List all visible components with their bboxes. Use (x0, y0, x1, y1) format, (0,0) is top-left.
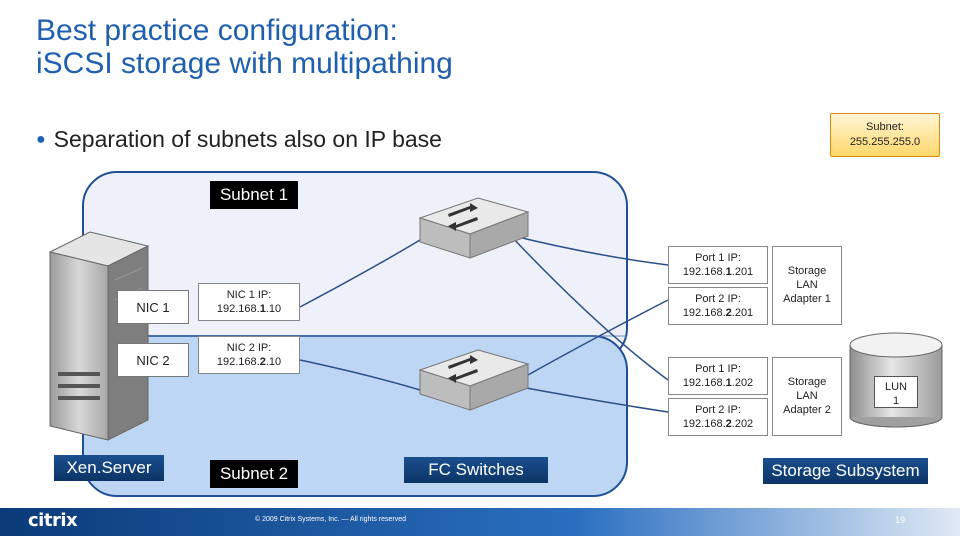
port-ip-host: .202 (731, 377, 754, 389)
nic2-ip-host: .10 (265, 356, 282, 368)
copyright-text: © 2009 Citrix Systems, Inc. — All rights… (255, 516, 407, 523)
bullet-text: Separation of subnets also on IP base (53, 126, 442, 152)
port-ip-prefix: Port 1 IP: 192.168. (682, 363, 741, 389)
port1-adapter2-ip-box: Port 1 IP: 192.168.1.202 (668, 357, 768, 395)
nic1-ip-box: NIC 1 IP: 192.168.1.10 (198, 283, 300, 321)
nic1-ip-host: .10 (265, 303, 282, 315)
footer-bar (0, 508, 960, 536)
storage-subsystem-label: Storage Subsystem (763, 458, 928, 484)
port-ip-prefix: Port 2 IP: 192.168. (682, 404, 741, 430)
bullet-dot-icon: ● (36, 131, 46, 148)
nic2-ip-box: NIC 2 IP: 192.168.2.10 (198, 336, 300, 374)
nic2-label: NIC 2 (117, 343, 189, 377)
subnet-mask-callout: Subnet: 255.255.255.0 (830, 113, 940, 157)
xenserver-label: Xen.Server (54, 455, 164, 481)
bullet-point: ● Separation of subnets also on IP base (36, 126, 442, 153)
nic1-ip-prefix: NIC 1 IP: 192.168. (216, 289, 272, 315)
subnet1-region (82, 171, 628, 363)
lun-label: LUN 1 (874, 376, 918, 408)
title-line-1: Best practice configuration: (36, 14, 398, 47)
port-ip-subnet-octet: 1 (725, 266, 732, 278)
network-switch-1 (418, 197, 530, 259)
port1-adapter1-ip-box: Port 1 IP: 192.168.1.201 (668, 246, 768, 284)
storage-lan-adapter-1: Storage LAN Adapter 1 (772, 246, 842, 325)
nic1-label: NIC 1 (117, 290, 189, 324)
port2-adapter1-ip-box: Port 2 IP: 192.168.2.201 (668, 287, 768, 325)
citrix-logo: citrix (28, 510, 78, 531)
port-ip-prefix: Port 1 IP: 192.168. (682, 252, 741, 278)
subnet1-label: Subnet 1 (210, 181, 298, 209)
network-switch-2 (418, 349, 530, 411)
page-number: 19 (895, 515, 906, 525)
xenserver-tower (48, 231, 150, 441)
title-line-2: iSCSI storage with multipathing (36, 47, 453, 80)
port-ip-host: .201 (731, 266, 754, 278)
port-ip-subnet-octet: 1 (725, 377, 732, 389)
slide-title: Best practice configuration: iSCSI stora… (36, 14, 453, 80)
port-ip-host: .201 (731, 307, 754, 319)
nic2-ip-prefix: NIC 2 IP: 192.168. (216, 342, 272, 368)
fc-switches-label: FC Switches (404, 457, 548, 483)
port-ip-host: .202 (731, 418, 754, 430)
port2-adapter2-ip-box: Port 2 IP: 192.168.2.202 (668, 398, 768, 436)
storage-lan-adapter-2: Storage LAN Adapter 2 (772, 357, 842, 436)
nic2-ip-subnet-octet: 2 (259, 356, 266, 368)
port-ip-subnet-octet: 2 (725, 307, 732, 319)
subnet2-label: Subnet 2 (210, 460, 298, 488)
connection-lines (299, 234, 669, 413)
nic1-ip-subnet-octet: 1 (259, 303, 266, 315)
port-ip-subnet-octet: 2 (725, 418, 732, 430)
port-ip-prefix: Port 2 IP: 192.168. (682, 293, 741, 319)
